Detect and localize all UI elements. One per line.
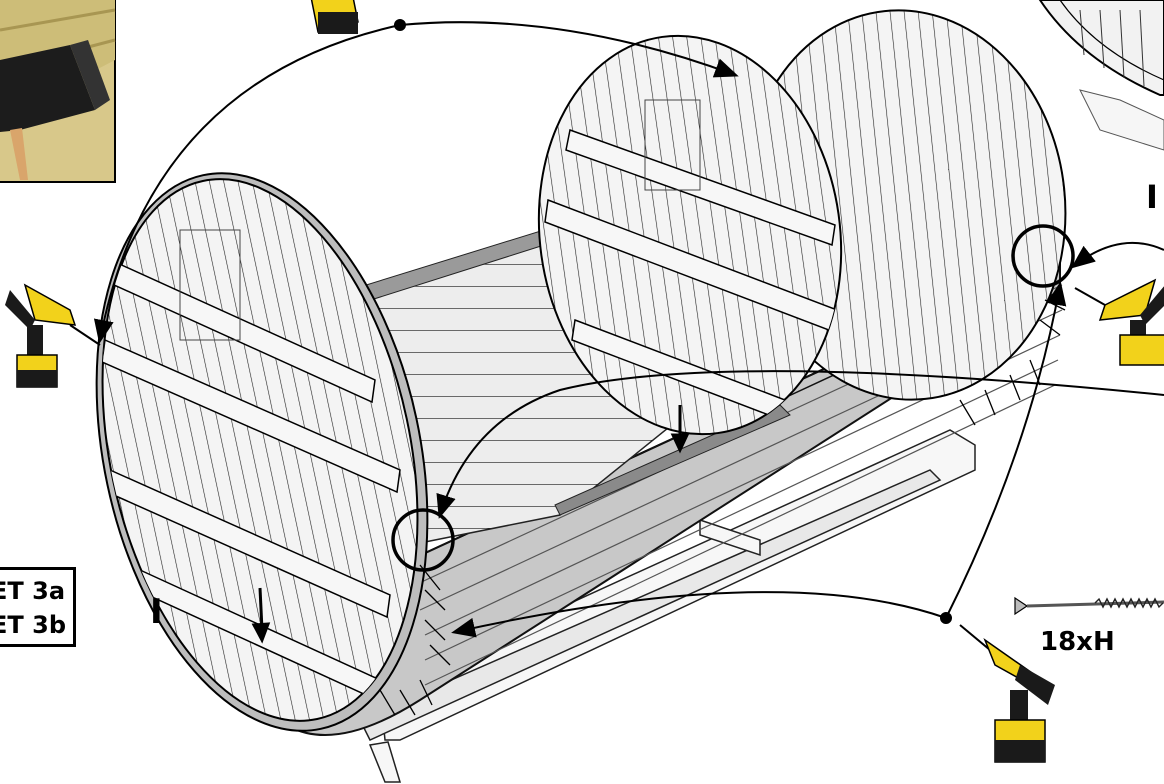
detail-circle-left bbox=[391, 508, 455, 572]
guide-arrows bbox=[93, 19, 1164, 638]
base-frame bbox=[358, 429, 976, 783]
set-reference-box: ET 3a ET 3b bbox=[0, 567, 76, 647]
drill-icon bbox=[1074, 278, 1164, 366]
screw-icon bbox=[1014, 596, 1164, 616]
battery-drill-icon bbox=[5, 283, 101, 388]
barrel-detail-topright bbox=[1038, 0, 1164, 151]
direction-arrows bbox=[251, 405, 690, 644]
drill-icon bbox=[959, 624, 1055, 763]
detail-inset bbox=[0, 0, 116, 183]
drill-icon bbox=[310, 0, 359, 34]
set-label-a: ET 3a bbox=[0, 577, 66, 605]
part-label-right: I bbox=[1146, 178, 1158, 216]
part-label-left: I bbox=[150, 592, 163, 632]
barrel-end-left bbox=[95, 172, 429, 732]
screw-quantity-label: 18xH bbox=[1040, 627, 1115, 657]
screw-markers bbox=[379, 299, 1066, 716]
set-label-b: ET 3b bbox=[0, 611, 66, 639]
barrel-bulkhead-middle bbox=[537, 34, 859, 436]
